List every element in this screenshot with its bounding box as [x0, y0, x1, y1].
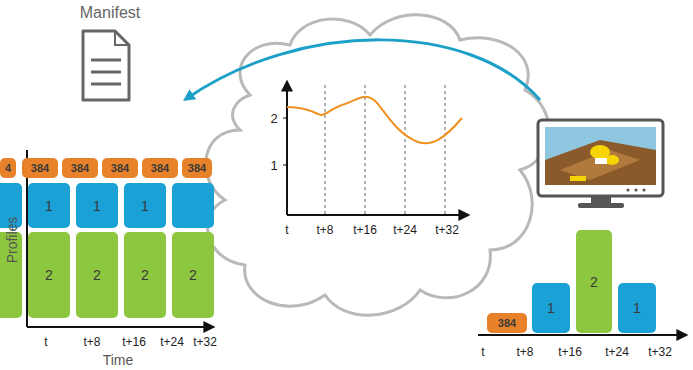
cloud	[206, 15, 549, 315]
segment-bar: 384	[62, 158, 98, 178]
axis-tick-label: t+32	[193, 335, 217, 349]
segment-bar: 1	[124, 183, 166, 228]
segment-bar: 1	[76, 183, 118, 228]
computer-monitor	[538, 120, 663, 208]
segment-bar: 1	[28, 183, 70, 228]
node-text: 1	[141, 198, 149, 214]
segment-bar: 2	[124, 232, 166, 318]
axis-tick-label: t+16	[353, 223, 377, 237]
axis-title: Time	[103, 352, 134, 368]
node-text: 1	[93, 198, 101, 214]
axis-tick-label: t+24	[605, 345, 629, 359]
node-text: Manifest	[67, 4, 153, 22]
axis-tick-label: t	[481, 345, 484, 359]
node-text: 2	[590, 274, 598, 290]
segment-bar: 2	[172, 232, 214, 318]
axis-tick-label: t	[44, 335, 47, 349]
axis-tick-label: t+8	[83, 335, 100, 349]
axis-tick-label: t+32	[435, 223, 459, 237]
partial-bar	[172, 183, 214, 228]
segment-bar: 384	[142, 158, 178, 178]
node-text: 384	[151, 162, 169, 174]
node-text: 2	[93, 267, 101, 283]
node-text: 384	[31, 162, 49, 174]
node-text: 2	[189, 267, 197, 283]
segment-bar: 4	[0, 158, 16, 178]
segment-bar: 1	[618, 283, 656, 333]
segment-bar: 384	[102, 158, 138, 178]
axis-tick-label: t+32	[648, 345, 672, 359]
axis-tick-label: t+16	[558, 345, 582, 359]
node-text: 4	[5, 162, 11, 174]
axis-tick-label: 2	[270, 111, 277, 126]
axis-tick-label: t+8	[316, 223, 333, 237]
bandwidth-chart	[283, 82, 468, 215]
node-text: 384	[188, 162, 206, 174]
axis-tick-label: t+24	[160, 335, 184, 349]
node-text: 2	[141, 267, 149, 283]
segment-bar: 384	[182, 158, 212, 178]
manifest-document: Manifest	[67, 4, 153, 104]
segment-bar: 2	[76, 232, 118, 318]
segment-bar: 1	[532, 283, 570, 333]
node-text: 1	[633, 300, 641, 316]
axis-tick-label: t+24	[393, 223, 417, 237]
axis-tick-label: t+16	[122, 335, 146, 349]
axis-tick-label: t+8	[516, 345, 533, 359]
segment-bar: 2	[28, 232, 70, 318]
node-text: 1	[547, 300, 555, 316]
axis-title: Profiles	[4, 217, 20, 264]
node-text: 384	[498, 317, 516, 329]
segment-bar: 384	[487, 313, 527, 333]
time-axis	[478, 334, 686, 336]
node-text: 1	[45, 198, 53, 214]
segment-bar: 2	[576, 230, 612, 333]
node-text: 2	[45, 267, 53, 283]
node-text: 384	[111, 162, 129, 174]
axis-tick-label: 1	[270, 158, 277, 173]
request-arrow	[186, 40, 540, 100]
axis-tick-label: t	[285, 223, 288, 237]
node-text: 384	[71, 162, 89, 174]
segment-bar: 384	[22, 158, 58, 178]
